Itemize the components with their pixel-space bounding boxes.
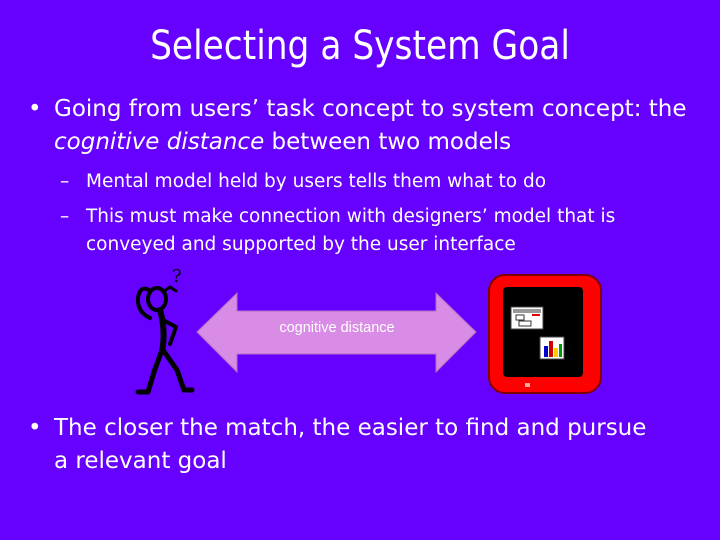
bullet-1-post: between two models: [264, 129, 512, 155]
computer-monitor-icon: [488, 274, 602, 394]
sub-bullet-marker: –: [60, 171, 70, 192]
bullet-1-text: Going from users’ task concept to system…: [54, 93, 704, 159]
bullet-1-emphasis: cognitive distance: [54, 129, 265, 155]
thinking-person-icon: ?: [135, 266, 195, 395]
sub-bullet-1: – Mental model held by users tells them …: [60, 168, 706, 196]
cognitive-distance-arrow: [196, 291, 477, 374]
bar-chart-icon: [539, 336, 565, 360]
bullet-marker: •: [28, 415, 42, 441]
bullet-2: • The closer the match, the easier to fi…: [28, 412, 654, 478]
bullet-1-pre: Going from users’ task concept to system…: [54, 96, 687, 122]
bullet-marker: •: [28, 96, 42, 122]
bullet-2-text: The closer the match, the easier to find…: [54, 415, 647, 474]
window-icon: [510, 306, 544, 330]
arrow-label: cognitive distance: [279, 320, 395, 336]
bullet-1: • Going from users’ task concept to syst…: [28, 93, 704, 159]
question-mark: ?: [172, 266, 182, 287]
sub-bullet-marker: –: [60, 206, 70, 227]
slide-title: Selecting a System Goal: [150, 23, 570, 69]
sub-bullet-2: – This must make connection with designe…: [60, 203, 706, 259]
sub-bullet-2-text: This must make connection with designers…: [86, 206, 616, 255]
sub-bullet-1-text: Mental model held by users tells them wh…: [86, 171, 547, 192]
